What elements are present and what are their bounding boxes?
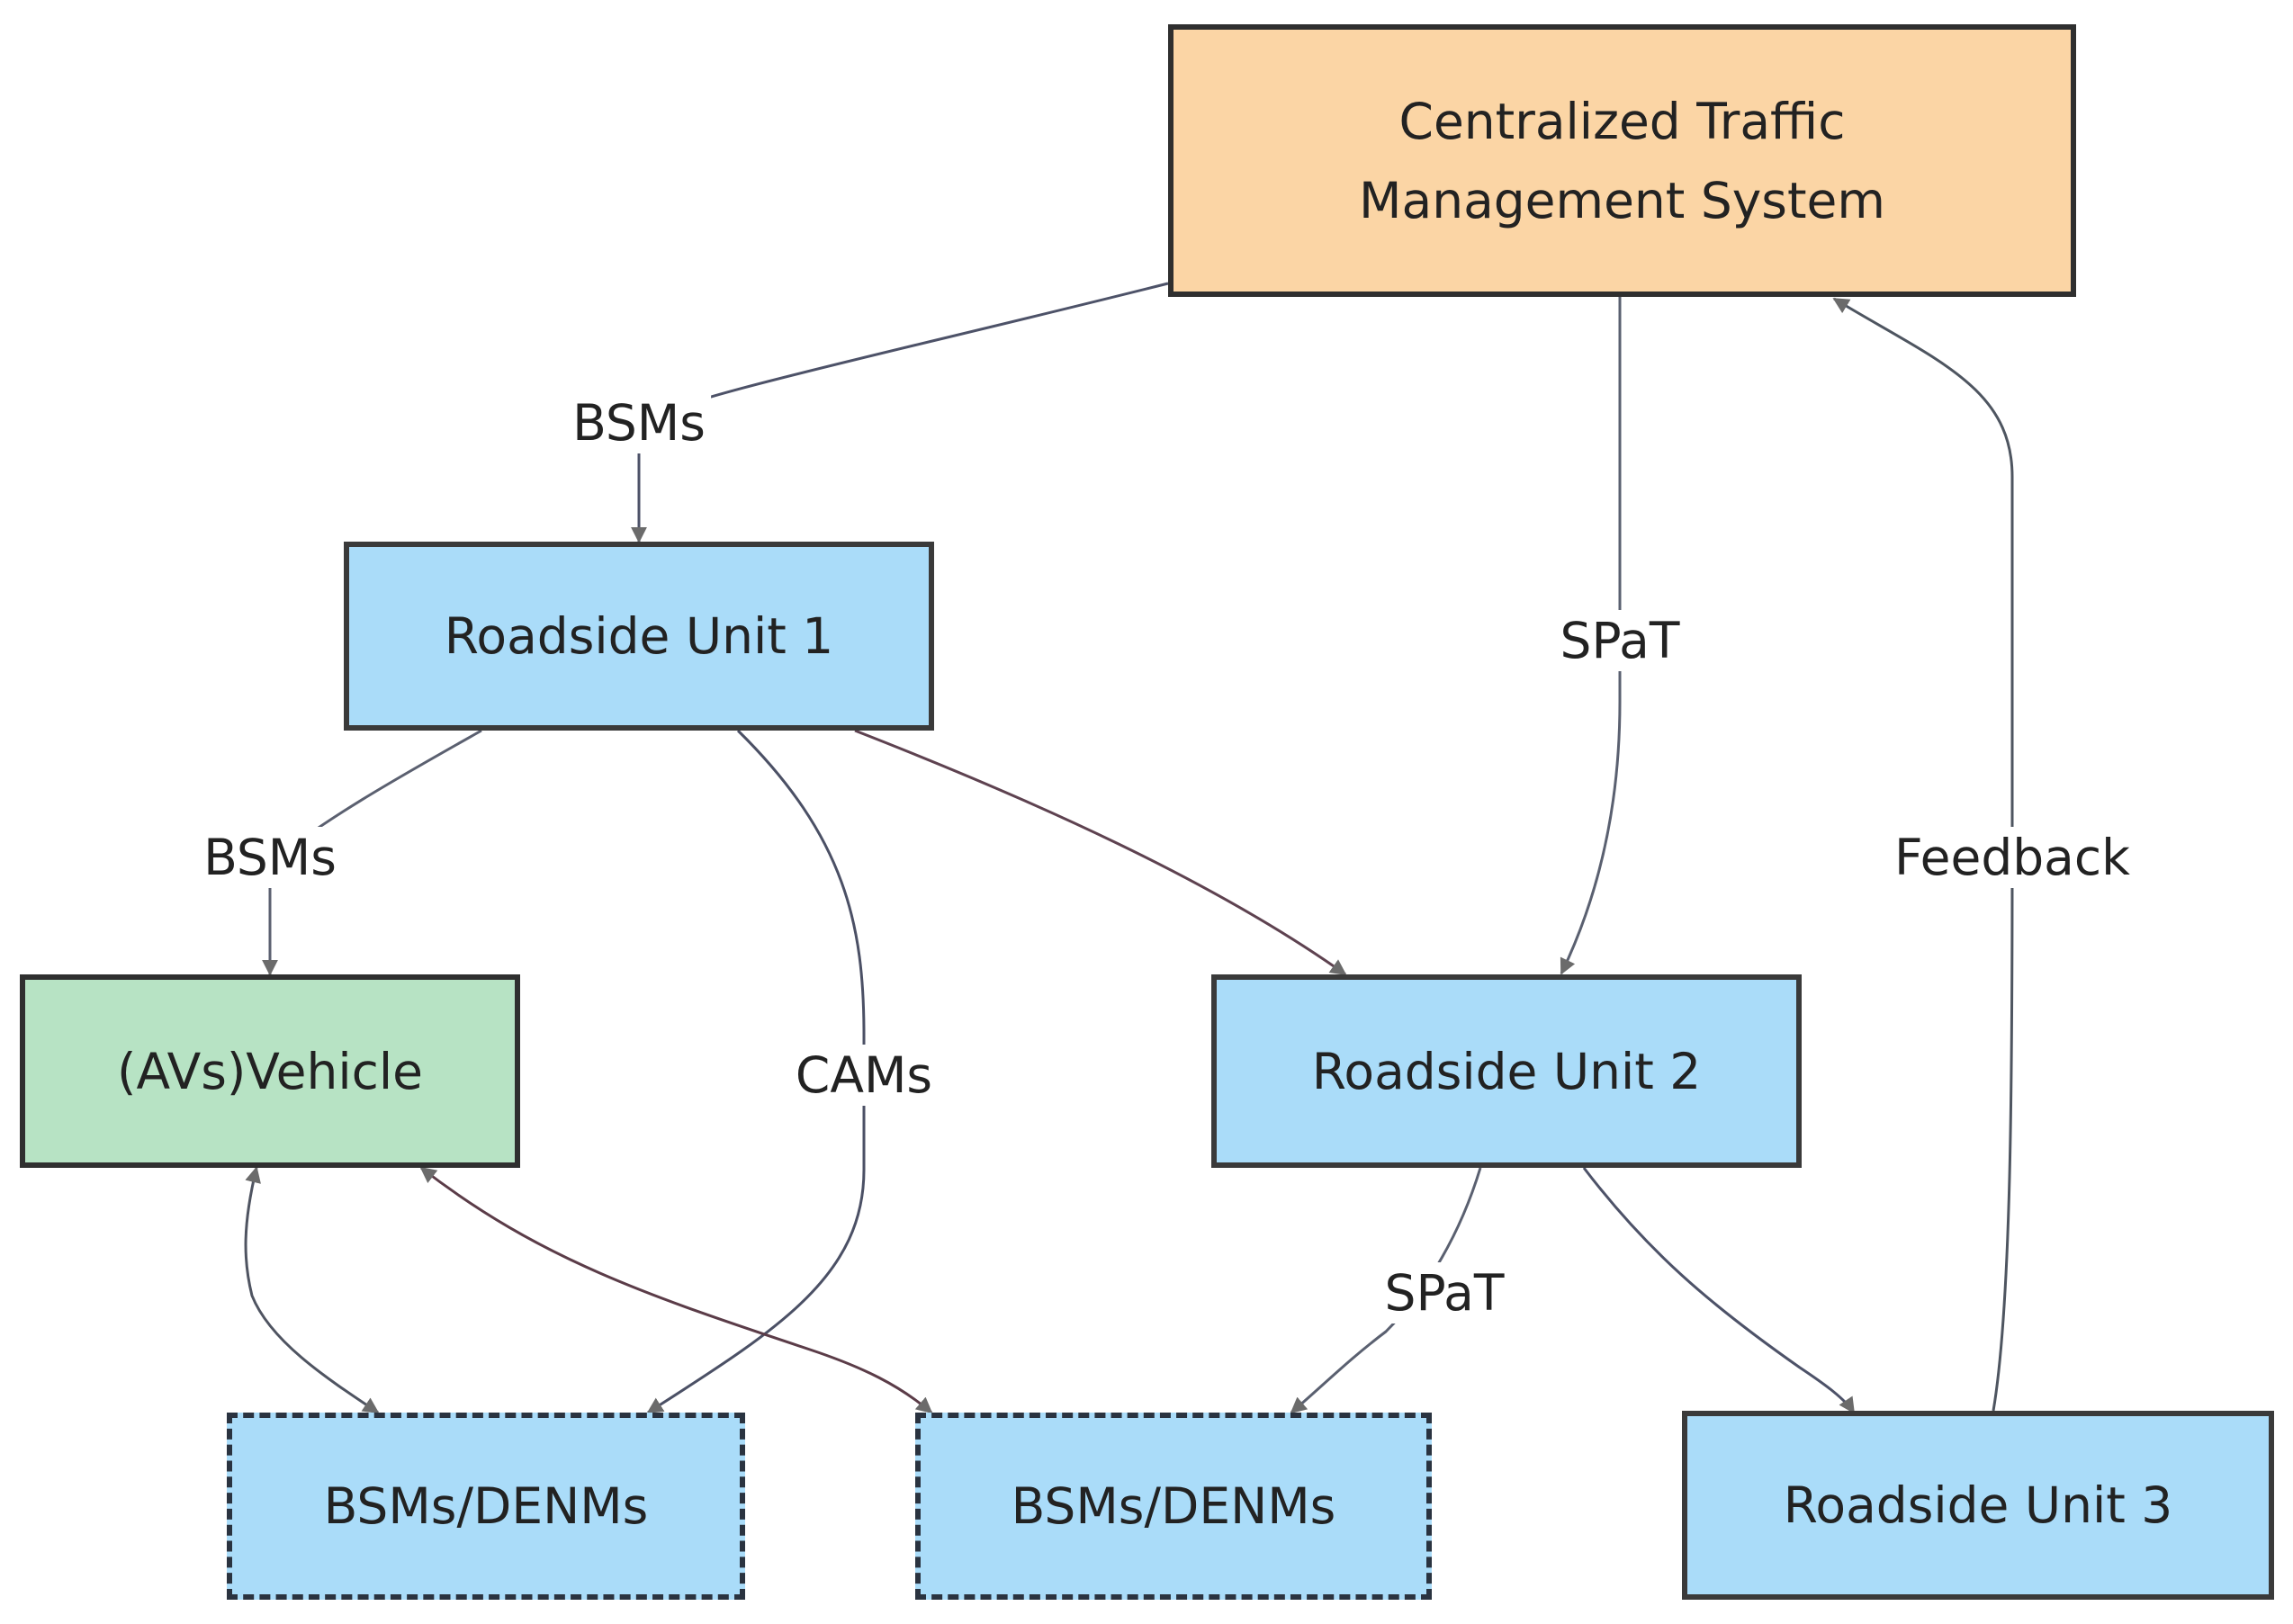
edge-label-rsu1-vehicle: BSMs [198, 827, 342, 888]
node-label: (AVs)Vehicle [117, 1042, 423, 1100]
edge-label-ctms-rsu2: SPaT [1554, 610, 1686, 671]
edge-rsu1-to-rsu2 [854, 729, 1347, 976]
node-roadside-unit-3: Roadside Unit 3 [1682, 1411, 2274, 1600]
edge-vehicle-msg2 [419, 1166, 933, 1414]
node-roadside-unit-1: Roadside Unit 1 [344, 542, 934, 731]
edge-label-rsu3-ctms: Feedback [1889, 827, 2136, 888]
edge-rsu3-to-ctms [1832, 297, 2014, 1412]
node-label: Roadside Unit 1 [444, 607, 834, 665]
node-bsms-denms-2: BSMs/DENMs [915, 1413, 1432, 1600]
node-label: Roadside Unit 2 [1311, 1042, 1702, 1100]
edge-ctms-to-rsu2 [1560, 297, 1622, 975]
edge-label-ctms-rsu1: BSMs [567, 392, 711, 453]
node-centralized-traffic-management-system: Centralized Traffic Management System [1168, 24, 2076, 297]
edge-rsu2-to-msg2 [1290, 1167, 1482, 1414]
edge-label-rsu1-msg1: CAMs [789, 1045, 939, 1106]
node-roadside-unit-2: Roadside Unit 2 [1211, 974, 1802, 1168]
edge-label-rsu2-msg2: SPaT [1379, 1262, 1510, 1323]
node-label: BSMs/DENMs [323, 1477, 649, 1535]
edge-rsu2-to-rsu3 [1582, 1167, 1856, 1414]
node-label: Centralized Traffic Management System [1359, 92, 1885, 229]
edge-vehicle-msg1 [244, 1166, 380, 1414]
node-vehicle: (AVs)Vehicle [20, 974, 520, 1168]
node-bsms-denms-1: BSMs/DENMs [227, 1413, 745, 1600]
node-label: Roadside Unit 3 [1783, 1476, 2173, 1534]
node-label: BSMs/DENMs [1011, 1477, 1336, 1535]
edge-ctms-to-rsu1 [631, 282, 1169, 543]
